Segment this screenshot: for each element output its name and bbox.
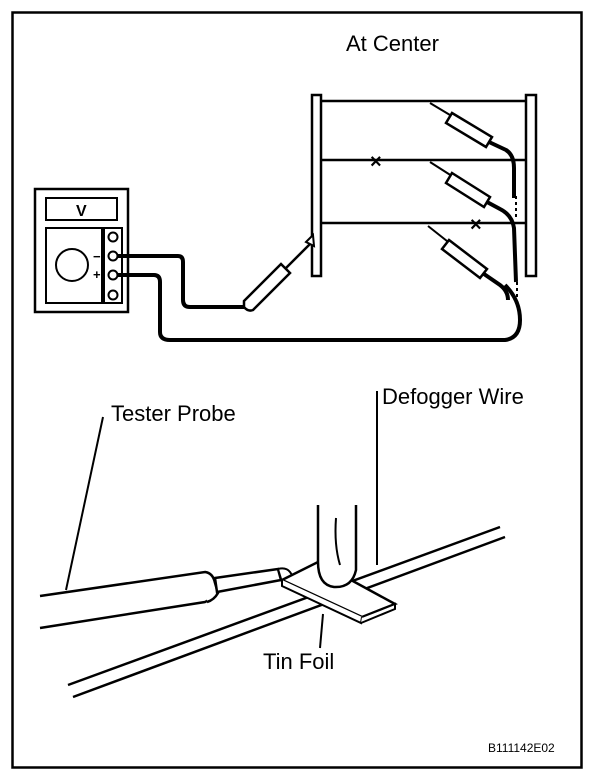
left-probe-point [304, 232, 316, 248]
terminal-1 [107, 231, 119, 243]
break-mark-bottom: × [470, 214, 482, 236]
defogger-wire-label: Defogger Wire [382, 384, 524, 409]
figure-border [11, 11, 583, 769]
tin-foil-fold [360, 602, 396, 624]
tester-probe-label: Tester Probe [111, 401, 236, 426]
voltmeter-display [45, 197, 118, 221]
tin-foil-leader [319, 613, 324, 649]
terminal-4 [107, 289, 119, 301]
tin-foil-label: Tin Foil [263, 649, 334, 674]
tester-probe [39, 567, 296, 630]
defogger-wire-edge-bottom [72, 535, 506, 699]
tin-foil [279, 560, 398, 625]
positive-lead [117, 273, 523, 342]
window-left-frame [310, 93, 323, 278]
tester-probe-handle [39, 570, 216, 630]
finger-nail [334, 517, 341, 566]
rear-window: × × [310, 93, 538, 300]
left-probe-tip [285, 242, 312, 269]
defogger-wire [67, 525, 506, 699]
probe-top-cable [488, 140, 516, 198]
voltmeter-terminal-panel [103, 227, 123, 304]
voltmeter-dial [55, 248, 89, 282]
negative-lead [117, 254, 244, 309]
minus-label: − [93, 249, 101, 264]
defogger-wire-edge-top [67, 525, 501, 687]
terminal-plus [107, 269, 119, 281]
plus-label: + [93, 267, 101, 282]
terminal-minus [107, 250, 119, 262]
probe-middle-body [444, 171, 492, 209]
voltmeter: V − + [33, 187, 130, 314]
probe-middle-cable [486, 200, 518, 283]
probe-bottom [427, 225, 510, 301]
tester-probe-leader [65, 416, 104, 591]
finger [316, 505, 358, 589]
probe-top [429, 102, 516, 198]
figure-code: B111142E02 [488, 741, 555, 755]
left-probe [242, 232, 316, 312]
window-right-frame [524, 93, 538, 278]
probe-middle [429, 161, 518, 283]
break-mark-middle: × [370, 151, 382, 173]
tester-probe-shaft [213, 567, 283, 594]
at-center-label: At Center [346, 31, 439, 56]
probe-bottom-body [440, 238, 489, 280]
probe-top-body [444, 111, 494, 149]
probe-bottom-cable [482, 272, 510, 301]
voltmeter-display-symbol: V [76, 203, 87, 220]
left-probe-body [242, 262, 292, 312]
